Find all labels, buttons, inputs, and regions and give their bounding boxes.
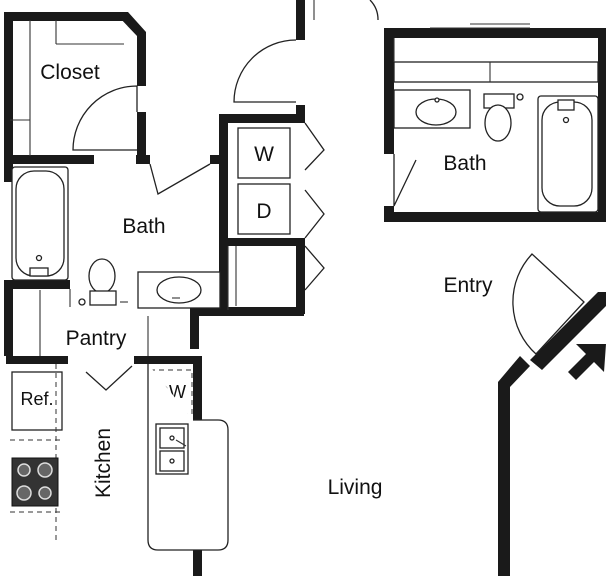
walls <box>4 0 606 576</box>
refrigerator-box <box>11 371 63 431</box>
cooktop-icon <box>11 457 59 507</box>
kitchen-label: Kitchen <box>92 428 115 498</box>
left-bath: Bath <box>11 163 221 309</box>
closet-area: Closet <box>10 20 138 156</box>
toilet-icon-right <box>483 93 524 142</box>
hall-door <box>233 39 297 103</box>
living: Living <box>328 476 383 499</box>
pantry-door <box>85 365 133 391</box>
entry-door <box>512 253 585 355</box>
laundry-door-1 <box>304 122 325 171</box>
kitchen-sink-icon <box>155 423 189 475</box>
laundry-door-2 <box>304 189 325 239</box>
pantry-label: Pantry <box>66 327 127 350</box>
dishwasher-box <box>149 369 193 415</box>
bath-door-left <box>149 163 211 195</box>
washer-label: W <box>254 143 274 166</box>
bathtub-icon-right <box>537 95 599 213</box>
washer-box <box>237 127 291 179</box>
bath-right-label: Bath <box>443 152 486 175</box>
laundry: W D <box>227 122 325 310</box>
refrigerator-label: Ref. <box>20 389 53 409</box>
hall-doors <box>233 0 379 103</box>
toilet-icon <box>78 258 128 306</box>
closet-label: Closet <box>40 61 100 84</box>
laundry-door-3 <box>304 245 325 291</box>
bath-door-right <box>393 154 417 207</box>
sink-icon-right <box>415 97 457 126</box>
sliding-closet-doors <box>430 23 530 29</box>
entry-arrow-icon <box>568 344 606 380</box>
sink-icon <box>137 271 221 309</box>
entry-label: Entry <box>443 274 493 297</box>
kitchen: Ref. Kitchen DW <box>10 364 229 551</box>
closet-door <box>72 85 138 151</box>
living-label: Living <box>328 476 383 499</box>
dryer-box <box>237 183 291 235</box>
bath-left-label: Bath <box>122 215 165 238</box>
pantry: Pantry <box>39 290 149 391</box>
bathtub-icon <box>11 166 69 281</box>
dryer-label: D <box>256 200 271 223</box>
entry: Entry <box>443 253 606 380</box>
right-bath: Bath <box>393 23 599 213</box>
